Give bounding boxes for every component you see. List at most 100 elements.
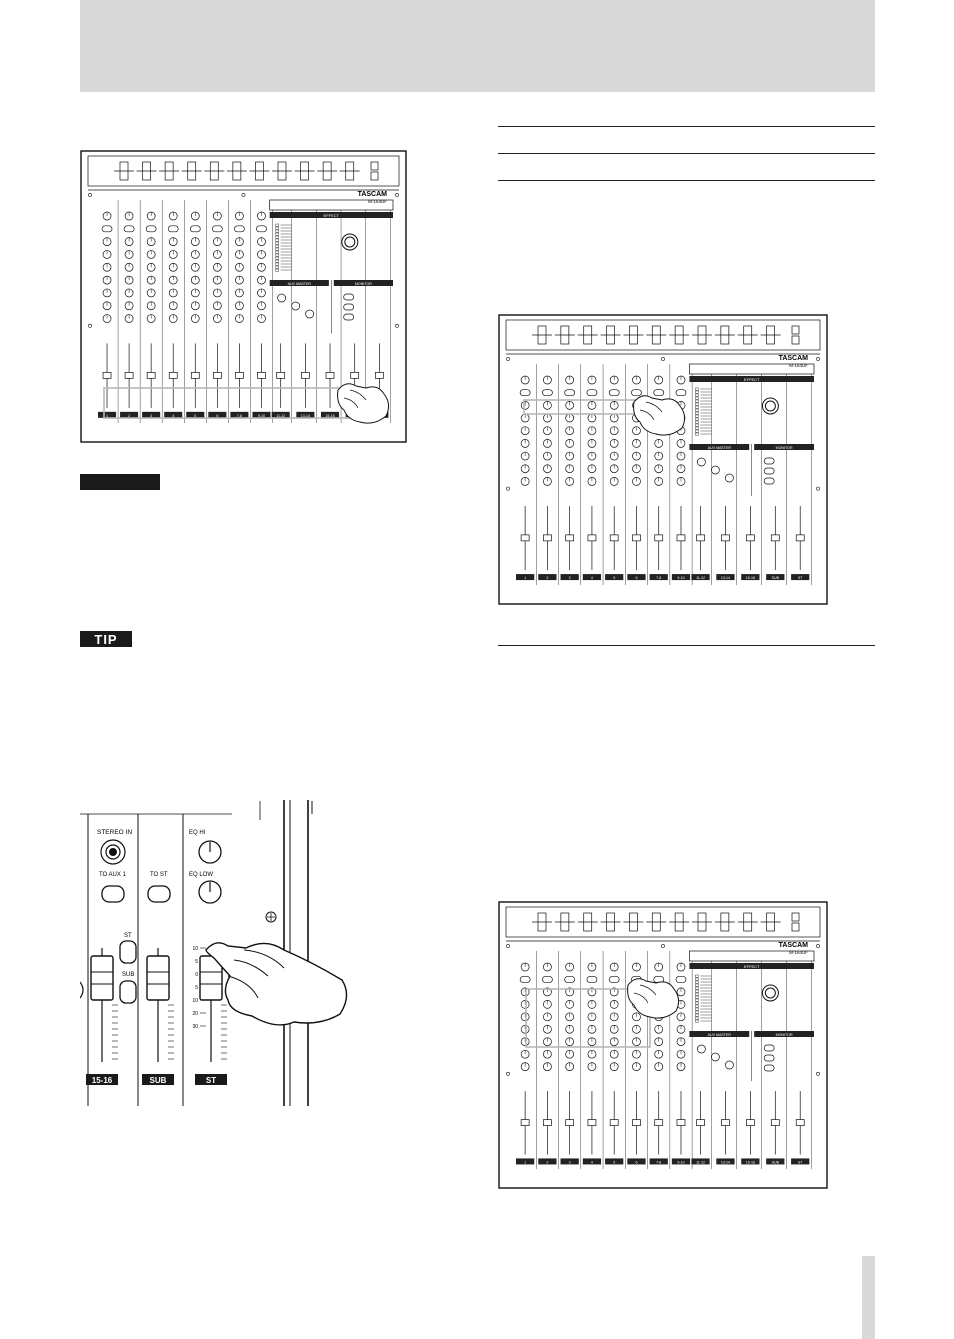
channel-label <box>791 1158 810 1165</box>
hand-icon <box>337 383 390 424</box>
channel-number: 15-16 <box>325 414 334 418</box>
model-name: M-164UF <box>789 363 808 368</box>
eq-hi-knob[interactable] <box>198 840 222 864</box>
fader-scale-label: 10 <box>192 998 198 1004</box>
channel-label <box>691 574 710 581</box>
channel-number: 15-16 <box>746 1160 755 1164</box>
hand-icon <box>633 395 686 436</box>
channel-number: 1 <box>524 1160 526 1164</box>
to-aux1-button[interactable] <box>101 885 125 903</box>
channel-number: SUB <box>772 1160 780 1164</box>
monitor-header: MONITOR <box>355 282 372 286</box>
page-side-tab <box>862 1256 875 1339</box>
fader-scale-label: 5 <box>195 985 198 991</box>
channel-label <box>560 1158 579 1165</box>
aux-master-header: AUX MASTER <box>708 1033 732 1037</box>
fader-sub[interactable] <box>146 955 170 1001</box>
effect-header: EFFECT <box>744 964 760 969</box>
section-rule <box>498 126 875 127</box>
channel-number: 6 <box>635 576 637 580</box>
closeup-illustration: STEREO IN TO AUX 1 TO ST EQ HI EQ LOW ST… <box>80 800 348 1106</box>
channel-label <box>252 411 271 418</box>
channel-label <box>271 411 290 418</box>
eq-low-knob[interactable] <box>198 880 222 904</box>
section-rule <box>498 645 875 646</box>
fader-15-16[interactable] <box>90 955 114 1001</box>
channel-label <box>741 1158 760 1165</box>
note-badge <box>80 474 160 490</box>
channel-number: 5 <box>194 414 196 418</box>
channel-number: 4 <box>591 576 593 580</box>
channel-number: 2 <box>546 1160 548 1164</box>
st-switch-label: ST <box>124 933 132 939</box>
channel-label <box>627 1158 646 1165</box>
channel-label <box>766 1158 785 1165</box>
fader-scale-label: 30 <box>192 1024 198 1030</box>
channel-number: 2 <box>546 576 548 580</box>
to-st-label: TO ST <box>150 872 168 878</box>
model-name: M-164UF <box>368 199 387 204</box>
channel-number: 1 <box>106 414 108 418</box>
channel-number: 9-10 <box>677 1160 684 1164</box>
channel-number: 13-14 <box>721 1160 730 1164</box>
channel-number: 3 <box>569 1160 571 1164</box>
to-aux1-label: TO AUX 1 <box>99 872 127 878</box>
channel-label <box>120 411 139 418</box>
sub-switch-label: SUB <box>122 972 134 978</box>
channel-label <box>671 1158 691 1165</box>
channel-label <box>164 411 183 418</box>
eq-hi-label: EQ HI <box>189 830 206 836</box>
channel-label <box>516 574 535 581</box>
channel-number: 13-14 <box>721 576 730 580</box>
channel-label <box>605 1158 624 1165</box>
effect-header: EFFECT <box>324 213 340 218</box>
st-switch[interactable] <box>119 940 137 964</box>
channel-number: 11-12 <box>696 576 705 580</box>
aux-master-header: AUX MASTER <box>708 446 732 450</box>
hand-icon <box>627 978 680 1019</box>
fader-scale-label: 20 <box>192 1011 198 1017</box>
channel-number: 7-8 <box>656 576 661 580</box>
monitor-header: MONITOR <box>776 446 793 450</box>
strip-label: SUB <box>150 1076 167 1085</box>
channel-number: 4 <box>591 1160 593 1164</box>
stereo-in-label: STEREO IN <box>97 829 132 836</box>
channel-number: 5 <box>613 1160 615 1164</box>
channel-label <box>627 574 646 581</box>
channel-number: 2 <box>128 414 130 418</box>
channel-number: 3 <box>150 414 152 418</box>
channel-label <box>791 574 810 581</box>
hand-icon <box>205 942 348 1026</box>
aux-master-header: AUX MASTER <box>288 282 312 286</box>
channel-label <box>716 574 735 581</box>
channel-number: ST <box>798 576 803 580</box>
channel-label <box>691 1158 710 1165</box>
to-st-button[interactable] <box>147 885 171 903</box>
strip-label: 15-16 <box>92 1076 113 1085</box>
channel-number: 3 <box>569 576 571 580</box>
channel-label <box>605 574 624 581</box>
channel-number: 1 <box>524 576 526 580</box>
tip-badge: TIP <box>80 631 132 647</box>
mixer-illustration-fader: 1234567-89-1011-1213-1415-16SUBSTTASCAMM… <box>80 150 407 443</box>
section-rule <box>498 153 875 154</box>
channel-label <box>230 411 249 418</box>
sub-switch[interactable] <box>119 980 137 1004</box>
channel-label <box>516 1158 535 1165</box>
channel-number: 15-16 <box>746 576 755 580</box>
channel-number: ST <box>798 1160 803 1164</box>
eq-low-label: EQ LOW <box>189 872 213 878</box>
effect-header: EFFECT <box>744 377 760 382</box>
channel-label <box>208 411 227 418</box>
section-rule <box>498 180 875 181</box>
channel-label <box>649 574 668 581</box>
channel-label <box>320 411 340 418</box>
channel-label <box>649 1158 668 1165</box>
channel-label <box>716 1158 735 1165</box>
channel-label <box>582 1158 602 1165</box>
channel-number: 11-12 <box>696 1160 705 1164</box>
channel-label <box>142 411 161 418</box>
header-band <box>80 0 875 92</box>
